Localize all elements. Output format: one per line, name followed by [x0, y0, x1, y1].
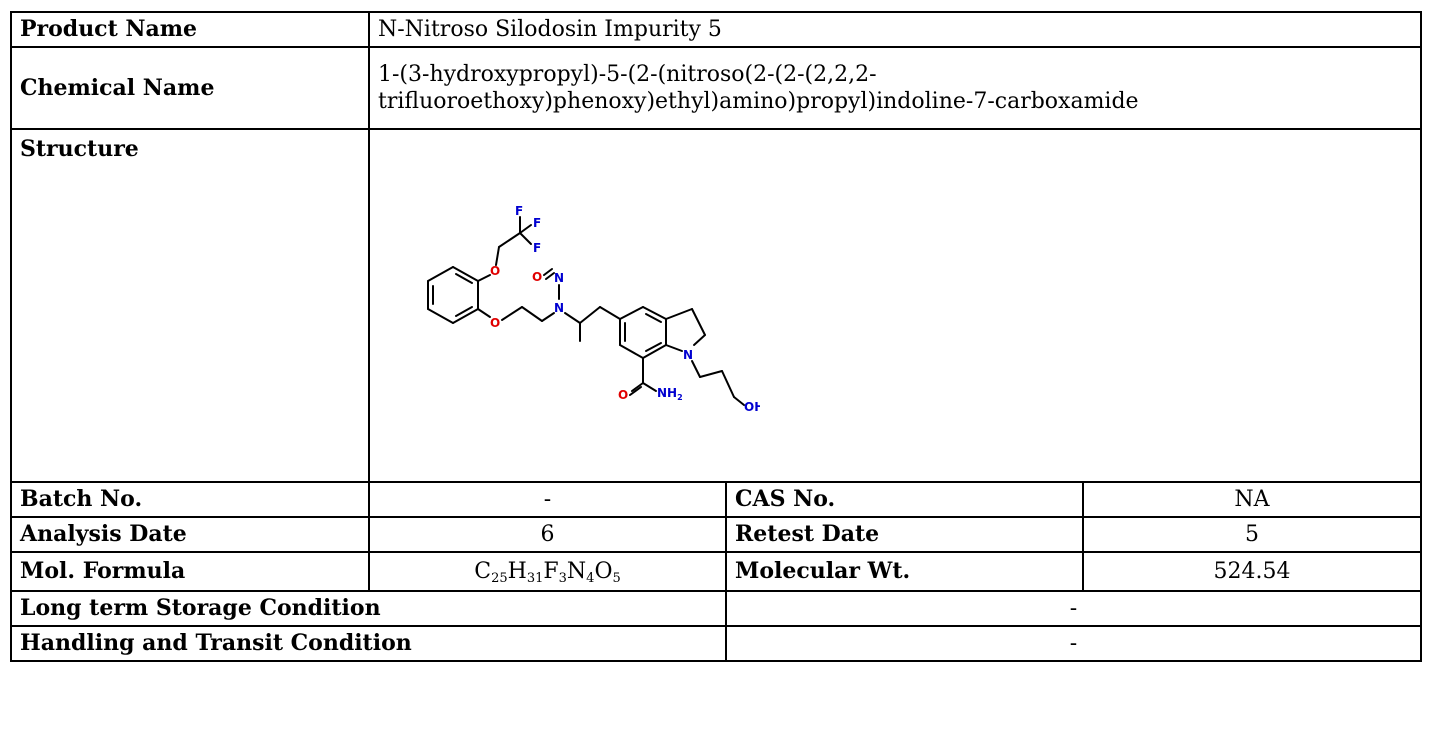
molecular-weight-value: 524.54 — [1082, 551, 1422, 592]
formula-f: F3 — [543, 559, 567, 586]
retest-date-value: 5 — [1082, 516, 1422, 553]
atom-f3: F — [533, 241, 541, 255]
mol-formula-value: C25H31F3N4O5 — [368, 551, 727, 592]
handling-condition-value: - — [725, 625, 1422, 662]
chemical-name-value: 1-(3-hydroxypropyl)-5-(2-(nitroso(2-(2-(… — [368, 46, 1422, 130]
row-batch: Batch No. - CAS No. NA — [10, 481, 1422, 518]
analysis-date-label: Analysis Date — [10, 516, 370, 553]
row-structure: Structure — [10, 128, 1422, 483]
storage-condition-value: - — [725, 590, 1422, 627]
mol-formula-label: Mol. Formula — [10, 551, 370, 592]
row-storage: Long term Storage Condition - — [10, 590, 1422, 627]
formula-c: C25 — [474, 559, 508, 586]
analysis-date-value: 6 — [368, 516, 727, 553]
atom-oh: OH — [744, 400, 760, 414]
atom-n-nitroso: N — [554, 271, 564, 285]
formula-h: H31 — [507, 559, 544, 586]
product-name-value: N-Nitroso Silodosin Impurity 5 — [368, 11, 1422, 48]
row-analysis: Analysis Date 6 Retest Date 5 — [10, 516, 1422, 553]
atom-f2: F — [533, 216, 541, 230]
retest-date-label: Retest Date — [725, 516, 1084, 553]
storage-condition-label: Long term Storage Condition — [10, 590, 727, 627]
structure-bonds — [427, 216, 745, 406]
chemical-name-label: Chemical Name — [10, 46, 370, 130]
row-product-name: Product Name N-Nitroso Silodosin Impurit… — [10, 11, 1422, 48]
cas-no-label: CAS No. — [725, 481, 1084, 518]
formula-n: N4 — [566, 559, 595, 586]
structure-cell: F F F O O O N N N O NH2 OH — [368, 128, 1422, 483]
chemical-name-line-2: trifluoroethoxy)phenoxy)ethyl)amino)prop… — [378, 89, 1139, 114]
specification-table: Product Name N-Nitroso Silodosin Impurit… — [10, 11, 1422, 662]
structure-atom-labels: F F F O O O N N N O NH2 OH — [490, 204, 760, 414]
atom-f1: F — [515, 204, 523, 218]
cas-no-value: NA — [1082, 481, 1422, 518]
chemical-name-line-1: 1-(3-hydroxypropyl)-5-(2-(nitroso(2-(2-(… — [378, 62, 877, 87]
atom-o2: O — [490, 316, 500, 330]
atom-o-amide: O — [618, 388, 628, 402]
atom-o-nitroso: O — [532, 270, 542, 284]
handling-condition-label: Handling and Transit Condition — [10, 625, 727, 662]
batch-no-value: - — [368, 481, 727, 518]
atom-nh2: NH2 — [657, 386, 683, 402]
molecular-weight-label: Molecular Wt. — [725, 551, 1084, 592]
row-handling: Handling and Transit Condition - — [10, 625, 1422, 662]
atom-n-amine: N — [554, 301, 564, 315]
batch-no-label: Batch No. — [10, 481, 370, 518]
atom-o1: O — [490, 264, 500, 278]
row-chemical-name: Chemical Name 1-(3-hydroxypropyl)-5-(2-(… — [10, 46, 1422, 130]
chemical-structure-diagram: F F F O O O N N N O NH2 OH — [427, 204, 760, 414]
atom-n-indoline: N — [683, 348, 693, 362]
product-name-label: Product Name — [10, 11, 370, 48]
row-formula: Mol. Formula C25H31F3N4O5 Molecular Wt. … — [10, 551, 1422, 592]
formula-o: O5 — [594, 559, 621, 586]
structure-label: Structure — [10, 128, 370, 483]
